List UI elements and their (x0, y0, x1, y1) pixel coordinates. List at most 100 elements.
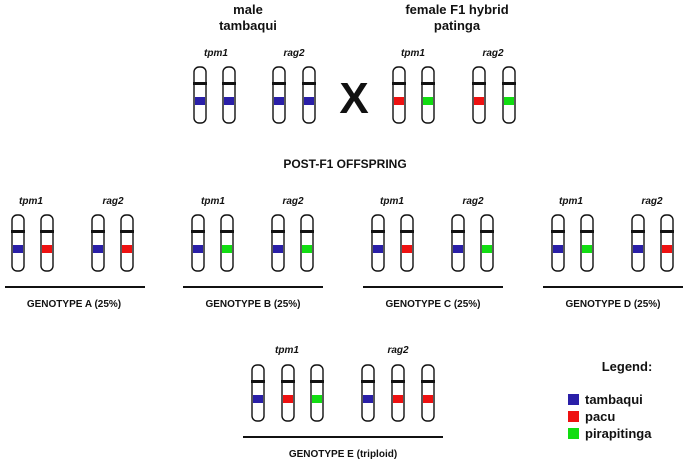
legend: Legend: tambaqui pacu pirapitinga (568, 359, 652, 441)
geno-c-label: GENOTYPE C (25%) (385, 299, 480, 310)
allele-band-pacu (42, 245, 52, 253)
offspring-title: POST-F1 OFFSPRING (283, 157, 406, 171)
chromosome-body (310, 364, 324, 422)
female-rag2-chromosome-1 (472, 66, 486, 124)
centromere (371, 230, 385, 233)
chromosome-body (502, 66, 516, 124)
centromere (400, 230, 414, 233)
centromere (502, 82, 516, 85)
allele-band-tambaqui (373, 245, 383, 253)
centromere (580, 230, 594, 233)
centromere (251, 380, 265, 383)
centromere (220, 230, 234, 233)
allele-band-pirapitinga (312, 395, 322, 403)
geno-c-rag2-chromosome-1 (451, 214, 465, 272)
geno-e-label: GENOTYPE E (triploid) (289, 449, 397, 460)
chromosome-body (11, 214, 25, 272)
chromosome-body (91, 214, 105, 272)
allele-band-pirapitinga (423, 97, 433, 105)
allele-band-tambaqui (193, 245, 203, 253)
allele-band-tambaqui (195, 97, 205, 105)
allele-band-pirapitinga (222, 245, 232, 253)
chromosome-body (272, 66, 286, 124)
geno-a-rag2-chromosome-1 (91, 214, 105, 272)
chromosome-body (551, 214, 565, 272)
geno-a-tpm1-chromosome-1 (11, 214, 25, 272)
allele-band-pacu (662, 245, 672, 253)
geno-b-rag2-chromosome-2 (300, 214, 314, 272)
chromosome-body (392, 66, 406, 124)
allele-band-tambaqui (453, 245, 463, 253)
centromere (302, 82, 316, 85)
geno-d-tpm1-label: tpm1 (559, 196, 583, 207)
geno-a-rag2-chromosome-2 (120, 214, 134, 272)
allele-band-pacu (423, 395, 433, 403)
allele-band-pacu (474, 97, 484, 105)
male-title-line1: male (233, 2, 263, 17)
centromere (193, 82, 207, 85)
chromosome-body (371, 214, 385, 272)
allele-band-pirapitinga (482, 245, 492, 253)
chromosome-body (391, 364, 405, 422)
male-rag2-chromosome-1 (272, 66, 286, 124)
legend-swatch-pirapitinga (568, 428, 579, 439)
centromere (451, 230, 465, 233)
allele-band-tambaqui (304, 97, 314, 105)
legend-swatch-tambaqui (568, 394, 579, 405)
chromosome-body (281, 364, 295, 422)
geno-c-rag2-label: rag2 (462, 196, 484, 207)
male-tpm1-chromosome-1 (193, 66, 207, 124)
geno-a-tpm1-chromosome-2 (40, 214, 54, 272)
allele-band-pirapitinga (504, 97, 514, 105)
centromere (551, 230, 565, 233)
allele-band-pirapitinga (302, 245, 312, 253)
allele-band-tambaqui (13, 245, 23, 253)
chromosome-body (421, 364, 435, 422)
geno-a-rag2-label: rag2 (102, 196, 124, 207)
geno-b-tpm1-chromosome-1 (191, 214, 205, 272)
geno-a-label: GENOTYPE A (25%) (27, 299, 121, 310)
female-rag2-chromosome-2 (502, 66, 516, 124)
male-rag2-chromosome-2 (302, 66, 316, 124)
allele-band-pacu (393, 395, 403, 403)
allele-band-pacu (402, 245, 412, 253)
centromere (392, 82, 406, 85)
allele-band-pacu (122, 245, 132, 253)
chromosome-body (220, 214, 234, 272)
cross-symbol: X (339, 74, 368, 123)
centromere (191, 230, 205, 233)
chromosome-body (472, 66, 486, 124)
geno-c-tpm1-chromosome-2 (400, 214, 414, 272)
geno-e-rag2-chromosome-3 (421, 364, 435, 422)
allele-band-tambaqui (93, 245, 103, 253)
male-rag2-label: rag2 (283, 48, 305, 59)
geno-e-tpm1-label: tpm1 (275, 345, 299, 356)
female-tpm1-chromosome-2 (421, 66, 435, 124)
centromere (272, 82, 286, 85)
centromere (271, 230, 285, 233)
chromosome-body (660, 214, 674, 272)
geno-e-rag2-chromosome-2 (391, 364, 405, 422)
geno-e-rag2-label: rag2 (387, 345, 409, 356)
geno-c-rag2-chromosome-2 (480, 214, 494, 272)
centromere (660, 230, 674, 233)
geno-c-tpm1-label: tpm1 (380, 196, 404, 207)
female-title-line1: female F1 hybrid (405, 2, 508, 17)
allele-band-pirapitinga (582, 245, 592, 253)
allele-band-pacu (283, 395, 293, 403)
chromosome-body (580, 214, 594, 272)
legend-label-pacu: pacu (585, 409, 615, 424)
female-tpm1-label: tpm1 (401, 48, 425, 59)
centromere (11, 230, 25, 233)
geno-e-tpm1-chromosome-3 (310, 364, 324, 422)
geno-d-rag2-label: rag2 (641, 196, 663, 207)
geno-a-tpm1-label: tpm1 (19, 196, 43, 207)
geno-e-rag2-chromosome-1 (361, 364, 375, 422)
chromosome-body (222, 66, 236, 124)
centromere (391, 380, 405, 383)
allele-band-tambaqui (363, 395, 373, 403)
allele-band-tambaqui (253, 395, 263, 403)
chromosome-body (480, 214, 494, 272)
chromosome-body (191, 214, 205, 272)
